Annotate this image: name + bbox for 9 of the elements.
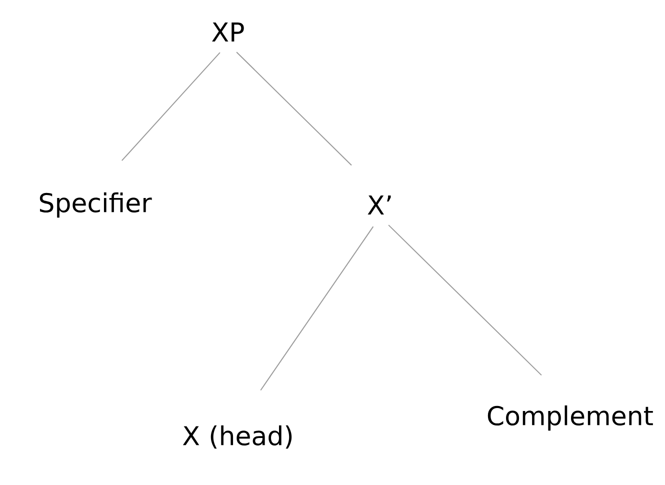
branch-line [236, 52, 352, 166]
tree-label: X (head) [182, 425, 292, 449]
branch-line [121, 52, 220, 162]
tree-label: Complement [488, 405, 653, 431]
tree-label: Specifier [40, 192, 152, 218]
branch-line [388, 224, 542, 376]
branch-line [260, 226, 374, 391]
tree-label: XP [212, 22, 244, 42]
tree-label: X’ [368, 196, 391, 214]
